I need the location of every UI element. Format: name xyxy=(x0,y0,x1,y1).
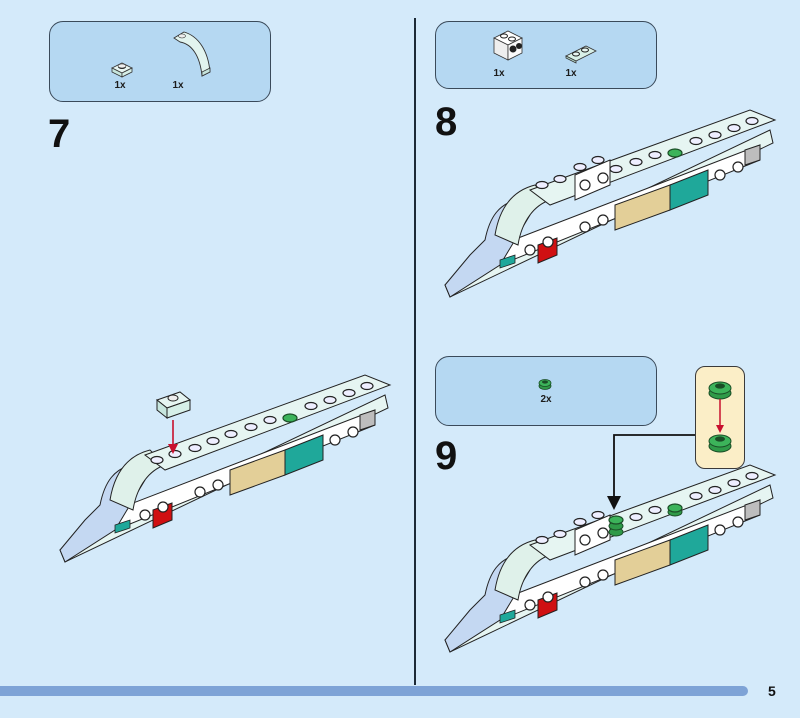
page-number: 5 xyxy=(768,683,776,699)
step-number: 7 xyxy=(48,112,71,156)
callout-pointer-arrow xyxy=(607,434,695,510)
brick-studs-on-side-icon xyxy=(493,30,523,61)
step-8-model xyxy=(444,109,777,298)
plate-1x2-icon xyxy=(565,45,597,64)
step-9-parts-box: 2x xyxy=(435,356,657,426)
part-quantity: 1x xyxy=(493,68,505,79)
step-8-parts-box: 1x 1x xyxy=(435,21,657,89)
round-plate-stack-icon xyxy=(708,381,732,453)
part-quantity: 1x xyxy=(172,80,184,91)
incoming-plate xyxy=(155,391,192,420)
part-quantity: 1x xyxy=(565,68,577,79)
step-7-parts-box: 1x 1x xyxy=(49,21,271,102)
part-quantity: 1x xyxy=(114,80,126,91)
round-plate-green-icon xyxy=(538,379,552,390)
part-quantity: 2x xyxy=(540,394,552,405)
curved-slope-icon xyxy=(173,31,211,77)
plate-1x1-icon xyxy=(111,62,133,78)
footer-bar xyxy=(0,686,748,696)
sub-step-callout xyxy=(695,366,745,469)
green-round-stack xyxy=(608,515,624,537)
step-number: 9 xyxy=(435,434,458,478)
step-number: 8 xyxy=(435,100,458,144)
page-divider xyxy=(414,18,416,685)
step-7-model xyxy=(59,374,392,563)
step-9-model xyxy=(444,464,777,653)
